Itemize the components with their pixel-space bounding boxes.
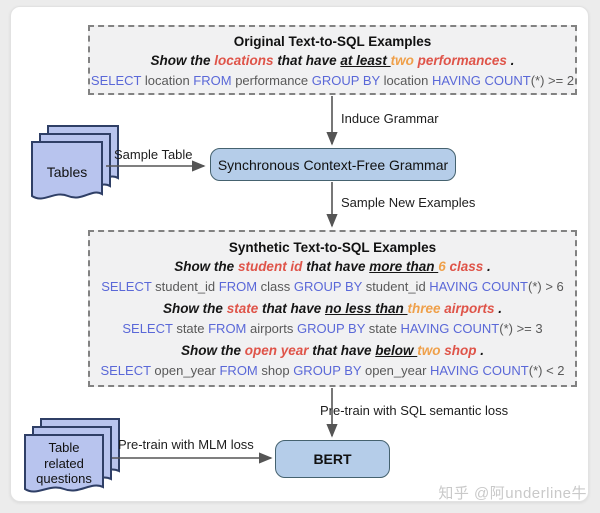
scfg-node: Synchronous Context-Free Grammar <box>210 148 456 181</box>
synthetic-sql-query: SELECT student_id FROM class GROUP BY st… <box>101 279 564 294</box>
synthetic-nl-question: Show the student id that have more than … <box>174 259 491 274</box>
mlm-loss-label: Pre-train with MLM loss <box>118 437 254 452</box>
original-box-title: Original Text-to-SQL Examples <box>233 34 432 49</box>
sql-semantic-loss-label: Pre-train with SQL semantic loss <box>320 403 509 418</box>
synthetic-nl-question: Show the open year that have below two s… <box>180 343 485 358</box>
original-sql-query: SELECT location FROM performance GROUP B… <box>90 73 575 88</box>
questions-stack-label: Table related questions <box>36 440 92 486</box>
original-examples-box: Original Text-to-SQL Examples Show the l… <box>88 25 577 95</box>
sample-new-examples-label: Sample New Examples <box>341 195 476 210</box>
scfg-node-label: Synchronous Context-Free Grammar <box>217 156 449 173</box>
synthetic-examples-box: Synthetic Text-to-SQL Examples Show the … <box>88 230 577 387</box>
watermark: 知乎 @阿underline牛 <box>438 485 587 502</box>
induce-grammar-label: Induce Grammar <box>341 111 439 126</box>
document-icon <box>31 141 103 200</box>
tables-stack-label: Tables <box>46 164 88 180</box>
table-questions-doc-stack: Table related questions <box>23 417 121 499</box>
bert-node-label: BERT <box>313 451 352 467</box>
synthetic-sql-query: SELECT open_year FROM shop GROUP BY open… <box>100 363 565 378</box>
sample-table-label: Sample Table <box>114 147 193 162</box>
bert-node: BERT <box>275 440 390 478</box>
document-icon <box>24 434 104 493</box>
original-nl-question: Show the locations that have at least tw… <box>150 53 515 68</box>
synthetic-sql-query: SELECT state FROM airports GROUP BY stat… <box>122 321 543 336</box>
synthetic-box-title: Synthetic Text-to-SQL Examples <box>228 240 437 255</box>
synthetic-nl-question: Show the state that have no less than th… <box>162 301 503 316</box>
tables-doc-stack: Tables <box>30 124 120 208</box>
